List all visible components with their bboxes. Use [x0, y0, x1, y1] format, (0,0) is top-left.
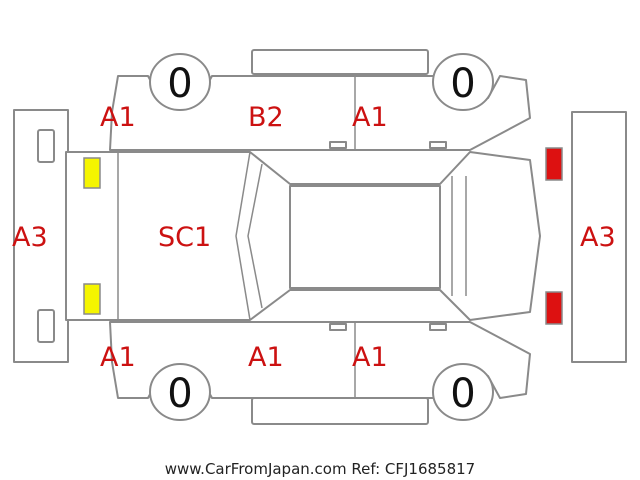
rear-right-taillight	[545, 291, 563, 325]
tire-rear-right: 0	[432, 363, 494, 421]
damage-label-hood: SC1	[158, 222, 211, 253]
front-right-headlight	[83, 283, 101, 315]
damage-label-left-front-door: B2	[248, 102, 284, 133]
tire-front-right-label: 0	[167, 371, 192, 417]
footer-reference: www.CarFromJapan.com Ref: CFJ1685817	[165, 460, 475, 478]
car-top-view	[65, 151, 541, 321]
tire-rear-left-label: 0	[450, 61, 475, 107]
damage-label-front-right: A1	[100, 342, 136, 373]
right-side-skirt	[251, 397, 429, 425]
tire-front-left-label: 0	[167, 61, 192, 107]
damage-label-right-front-door: A1	[248, 342, 284, 373]
rear-left-taillight	[545, 147, 563, 181]
front-bumper	[13, 109, 69, 363]
damage-label-front-bumper: A3	[12, 222, 48, 253]
tire-front-right: 0	[149, 363, 211, 421]
tire-rear-right-label: 0	[450, 371, 475, 417]
damage-label-front-left: A1	[100, 102, 136, 133]
tire-rear-left: 0	[432, 53, 494, 111]
tire-front-left: 0	[149, 53, 211, 111]
left-side-skirt	[251, 49, 429, 75]
damage-label-rear-bumper: A3	[580, 222, 616, 253]
rear-bumper	[571, 111, 627, 363]
damage-label-right-rear-door: A1	[352, 342, 388, 373]
front-left-headlight	[83, 157, 101, 189]
damage-label-left-rear-door: A1	[352, 102, 388, 133]
